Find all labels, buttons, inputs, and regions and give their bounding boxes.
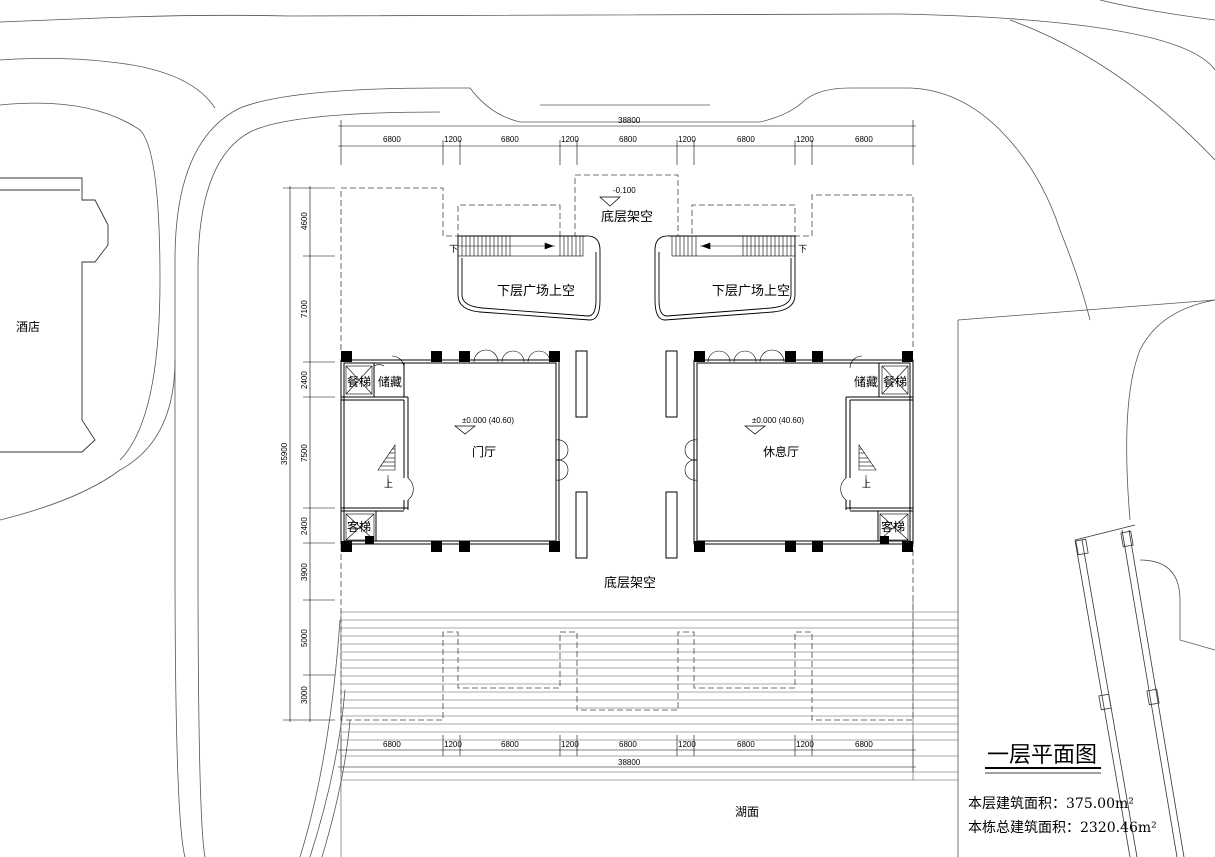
passenger-lift-left xyxy=(345,513,375,541)
dim-bottom-bay: 6800 xyxy=(855,740,873,749)
lake-label: 湖面 xyxy=(735,804,759,819)
level-top: -0.100 xyxy=(613,186,636,195)
passenger-lift-right-label: 客梯 xyxy=(881,519,905,534)
columns-right xyxy=(694,351,913,552)
lounge-stair xyxy=(858,444,877,488)
dim-top-bays: 6800 1200 6800 1200 6800 1200 6800 1200 … xyxy=(383,135,873,144)
stair-down-right: 下 xyxy=(798,245,807,255)
dim-left-row: 5000 xyxy=(300,629,309,647)
dim-top-bay: 6800 xyxy=(855,135,873,144)
dim-left-row: 2400 xyxy=(300,517,309,535)
stair-up-right: 上 xyxy=(862,479,871,490)
plaza-void-right-label: 下层广场上空 xyxy=(712,284,790,299)
passenger-lift-right xyxy=(879,513,909,541)
plaza-void-left xyxy=(457,235,601,321)
dim-left-row: 3900 xyxy=(300,563,309,581)
dim-bottom-bay: 1200 xyxy=(678,740,696,749)
lobby-label: 门厅 xyxy=(472,444,496,459)
plaza-void-right xyxy=(654,235,796,321)
passenger-lift-left-label: 客梯 xyxy=(347,519,371,534)
dim-left-row: 4600 xyxy=(300,212,309,230)
hotel-label: 酒店 xyxy=(16,320,40,334)
dining-lift-right-label: 餐梯 xyxy=(883,374,907,389)
dim-bottom-bay: 6800 xyxy=(383,740,401,749)
lobby-front-doors xyxy=(373,349,569,501)
dim-bottom-bays: 6800 1200 6800 1200 6800 1200 6800 1200 … xyxy=(383,740,873,749)
storage-left-label: 储藏 xyxy=(378,374,402,389)
lobby-block-walls xyxy=(340,359,560,545)
dim-top-bay: 1200 xyxy=(444,135,462,144)
dim-left-row: 3000 xyxy=(300,686,309,704)
dim-bottom-bay: 6800 xyxy=(501,740,519,749)
dim-left-rows: 4600 7100 2400 7500 2400 3900 5000 3000 xyxy=(300,212,309,704)
plaza-void-left-label: 下层广场上空 xyxy=(497,284,575,299)
dimension-top xyxy=(338,104,916,165)
dining-lift-right xyxy=(881,365,909,395)
bridge xyxy=(1074,524,1185,857)
stair-up-left: 上 xyxy=(384,479,393,490)
pilotis-top-label: 底层架空 xyxy=(601,209,653,225)
dim-bottom-bay: 6800 xyxy=(737,740,755,749)
dim-bottom-overall: 38800 xyxy=(618,758,641,767)
dim-bottom-bay: 1200 xyxy=(444,740,462,749)
glass-fins xyxy=(575,350,678,559)
lounge-block-walls xyxy=(693,359,914,545)
dim-bottom-bay: 1200 xyxy=(561,740,579,749)
dim-left-row: 7500 xyxy=(300,444,309,462)
stair-down-left: 下 xyxy=(449,245,458,255)
dim-left-row: 2400 xyxy=(300,371,309,389)
drawing-title: 一层平面图 xyxy=(987,743,1097,768)
floor-area: 本层建筑面积：375.00m² xyxy=(968,796,1134,812)
dim-top-bay: 6800 xyxy=(501,135,519,144)
dim-bottom-bay: 6800 xyxy=(619,740,637,749)
dim-bottom-bay: 1200 xyxy=(796,740,814,749)
dim-top-overall: 38800 xyxy=(618,116,641,125)
plaza-stair-right xyxy=(671,235,796,257)
lobby-stair xyxy=(377,444,396,488)
dim-left-row: 7100 xyxy=(300,300,309,318)
columns-left xyxy=(341,351,560,552)
dim-top-bay: 1200 xyxy=(796,135,814,144)
hotel-building xyxy=(0,177,109,453)
lobby-level-marker xyxy=(454,425,476,435)
dim-top-bay: 6800 xyxy=(619,135,637,144)
dim-top-bay: 6800 xyxy=(383,135,401,144)
dim-top-bay: 6800 xyxy=(737,135,755,144)
upper-floor-outline xyxy=(340,174,914,721)
lounge-level: ±0.000 (40.60) xyxy=(752,416,804,425)
dimension-left xyxy=(283,186,335,722)
dining-lift-left-label: 餐梯 xyxy=(347,374,371,389)
storage-right-label: 储藏 xyxy=(854,374,878,389)
pilotis-mid-label: 底层架空 xyxy=(604,575,656,591)
lobby-level: ±0.000 (40.60) xyxy=(462,416,514,425)
lounge-level-marker xyxy=(744,425,766,435)
dim-top-bay: 1200 xyxy=(678,135,696,144)
lounge-front-doors xyxy=(684,349,863,501)
level-marker-top xyxy=(599,196,621,207)
dim-left-overall: 35900 xyxy=(280,442,289,465)
plaza-stair-left xyxy=(457,235,584,257)
dining-lift-left xyxy=(345,365,373,395)
terrace-steps xyxy=(340,600,958,857)
dim-top-bay: 1200 xyxy=(561,135,579,144)
total-area: 本栋总建筑面积：2320.46m² xyxy=(968,819,1157,836)
lounge-label: 休息厅 xyxy=(763,444,799,459)
